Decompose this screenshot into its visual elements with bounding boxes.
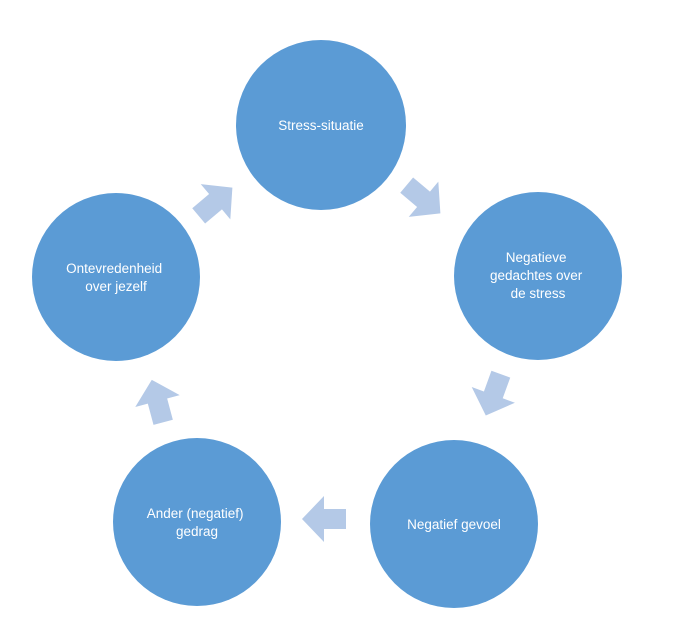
node-ander-gedrag-circle (113, 438, 281, 606)
node-label-line: de stress (511, 286, 566, 301)
node-stress-situatie-label: Stress-situatie (278, 118, 364, 133)
arrow-stress-to-gedachten (400, 177, 441, 217)
node-label-line: over jezelf (85, 279, 147, 294)
node-stress-situatie-circle (236, 40, 406, 210)
cycle-nodes (32, 40, 622, 608)
node-ontevredenheid-label: Ontevredenheid over jezelf (66, 261, 166, 294)
node-label-line: Ander (negatief) (147, 506, 244, 521)
arrow-ontevredenheid-to-stress (192, 184, 233, 224)
node-label-line: Negatieve (506, 250, 567, 265)
node-label-line: Ontevredenheid (66, 261, 162, 276)
node-negatieve-gedachten-circle (454, 192, 622, 360)
node-negatieve-gedachten-label: Negatieve gedachtes over de stress (490, 250, 586, 301)
node-label-line: Negatief gevoel (407, 517, 501, 532)
arrow-gedachten-to-gevoel (471, 370, 515, 416)
cycle-arrows (135, 177, 515, 542)
arrow-gedrag-to-ontevredenheid (135, 379, 180, 425)
cycle-labels: Stress-situatie Negatieve gedachtes over… (66, 118, 586, 539)
node-label-line: Stress-situatie (278, 118, 364, 133)
node-ander-gedrag-label: Ander (negatief) gedrag (147, 506, 248, 539)
node-negatief-gevoel-circle (370, 440, 538, 608)
node-label-line: gedachtes over (490, 268, 583, 283)
node-label-line: gedrag (176, 524, 218, 539)
node-negatief-gevoel-label: Negatief gevoel (407, 517, 501, 532)
node-ontevredenheid-circle (32, 193, 200, 361)
arrow-gevoel-to-gedrag (302, 496, 346, 542)
